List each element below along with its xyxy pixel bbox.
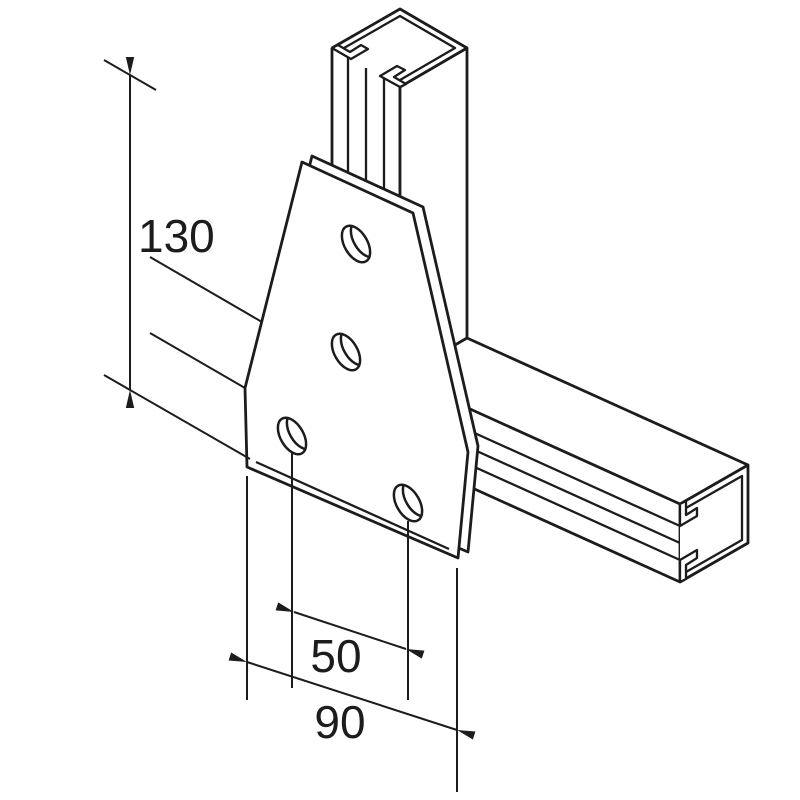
horizontal-channel-end-inner-wall: [685, 474, 744, 573]
horizontal-channel-end-edges: [679, 463, 750, 584]
dimension-line-90: [228, 652, 476, 740]
dimension-label-130: 130: [138, 210, 215, 262]
horizontal-channel: [430, 336, 750, 584]
dimension-label-90: 90: [314, 696, 365, 748]
horizontal-channel-slot-lines: [447, 419, 681, 562]
tee-plate: [243, 154, 480, 560]
vertical-channel-lip-left: [330, 43, 370, 61]
dimension-130: 130: [103, 57, 263, 460]
horizontal-channel-top-face: [430, 352, 748, 504]
vertical-channel-top-rim: [331, 7, 468, 50]
horizontal-channel-end-lip-top: [678, 499, 699, 528]
dimension-line-50: [275, 602, 425, 659]
dimension-label-50: 50: [310, 630, 361, 682]
dimension-90: 90: [228, 476, 476, 792]
vertical-channel-inner-wall: [343, 14, 457, 81]
horizontal-channel-end-lip-bottom: [678, 548, 699, 584]
vertical-channel-lip-front: [378, 64, 408, 89]
extension-line-upper: [149, 256, 263, 323]
horizontal-channel-top-back-edge: [466, 336, 749, 467]
extension-line-lower: [103, 374, 251, 460]
extension-line-middle: [149, 332, 246, 389]
tee-plate-bottom-edge-line: [255, 460, 450, 551]
